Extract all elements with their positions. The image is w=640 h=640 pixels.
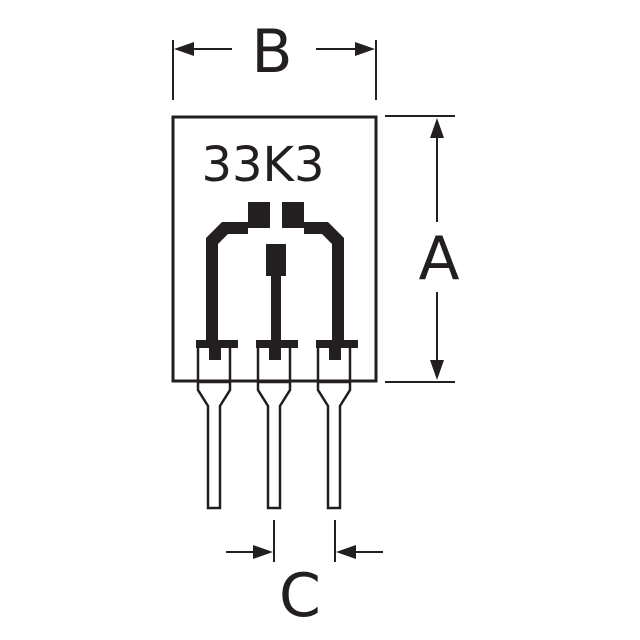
internal-lead-frame	[196, 202, 358, 360]
lead-trace-left	[206, 222, 248, 343]
dimension-b-label: B	[251, 17, 292, 87]
component-marking: 33K3	[201, 137, 324, 193]
pin-2	[256, 348, 292, 510]
dimension-a-label: A	[418, 224, 459, 294]
dimension-a-arrow-bottom	[430, 360, 444, 380]
dimension-b-arrow-left	[174, 42, 194, 56]
lead-trace-center	[271, 274, 281, 344]
lead-node-right	[329, 348, 341, 360]
lead-tab-right	[316, 340, 358, 348]
dimension-c-label: C	[279, 561, 321, 631]
dimension-a: A	[385, 115, 460, 383]
pins	[196, 348, 352, 510]
pin-3	[316, 348, 352, 510]
die-pad-right	[282, 202, 304, 228]
lead-trace-right	[304, 222, 344, 343]
lead-tab-left	[196, 340, 238, 348]
dimension-c-arrow-right	[336, 545, 356, 559]
dimension-c-arrow-left	[253, 545, 273, 559]
die-pad-center	[266, 244, 286, 276]
dimension-c: C	[226, 520, 383, 631]
dimension-a-arrow-top	[430, 118, 444, 138]
dimension-b-arrow-right	[355, 42, 375, 56]
pin-1	[196, 348, 232, 510]
lead-node-center	[269, 348, 281, 360]
dimension-b: B	[172, 17, 377, 100]
die-pad-left	[248, 202, 270, 228]
lead-tab-center	[256, 340, 298, 348]
lead-node-left	[209, 348, 221, 360]
